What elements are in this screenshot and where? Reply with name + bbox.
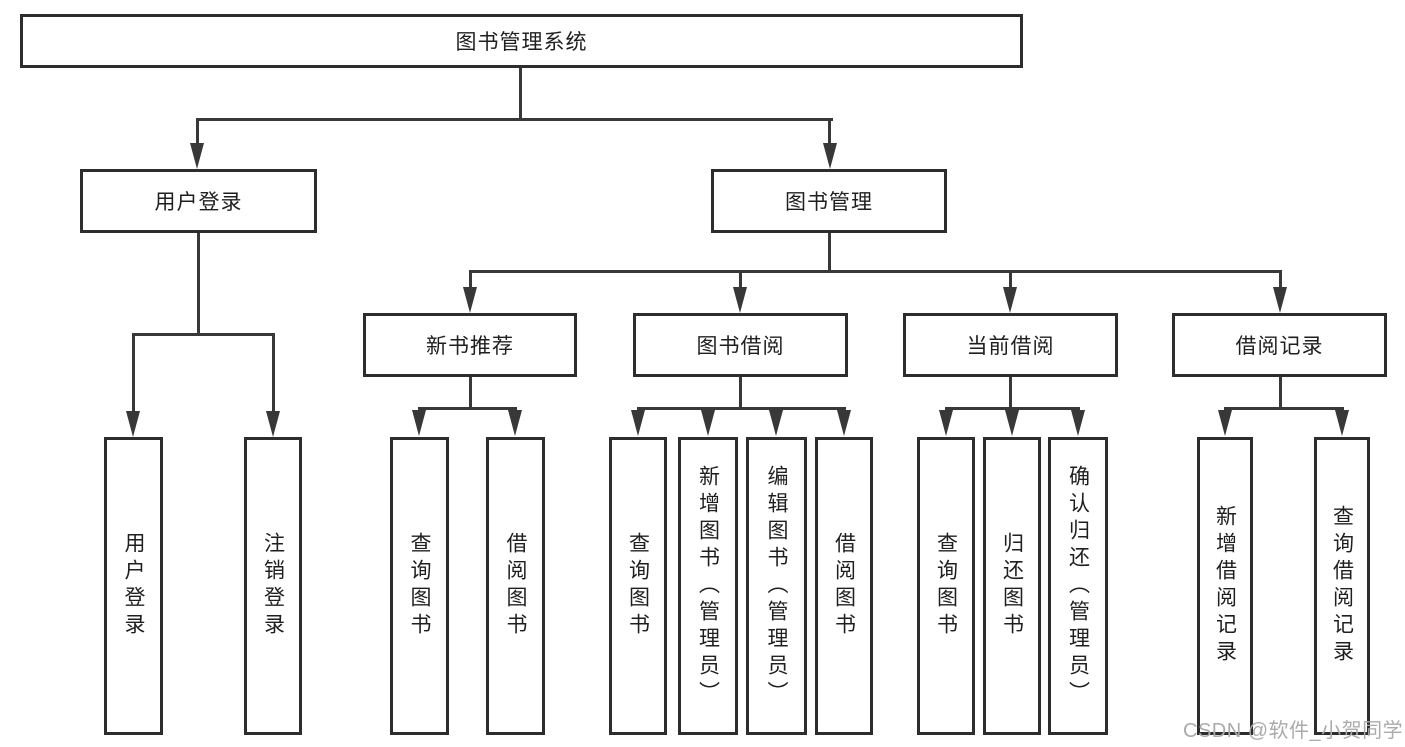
connector-drop-book-mgmt (828, 118, 831, 146)
arrowhead-borrow-child4 (837, 410, 851, 436)
node-book-management: 图书管理 (711, 169, 947, 233)
arrowhead-newrec (463, 287, 477, 313)
leaf-user-login: 用户登录 (104, 437, 163, 735)
node-user-login: 用户登录 (80, 169, 317, 233)
connector-root-stub (519, 68, 522, 121)
node-new-book-recommend: 新书推荐 (363, 313, 577, 377)
connector-drop-leaf-logout (272, 333, 275, 412)
arrowhead-records (1273, 287, 1287, 313)
arrowhead-borrow-child2 (701, 410, 715, 436)
arrowhead-borrow-child3 (769, 410, 783, 436)
arrowhead-current-child1 (939, 410, 953, 436)
arrowhead-borrow (733, 287, 747, 313)
connector-drop-current (1009, 270, 1012, 290)
connector-userlogin-branch (132, 333, 275, 336)
connector-userlogin-stub (197, 233, 200, 336)
connector-current-branch (945, 407, 1080, 410)
arrowhead-newrec-child1 (412, 410, 426, 436)
connector-newrec-stub (469, 377, 472, 410)
connector-root-branch (196, 118, 833, 121)
node-current-borrowing: 当前借阅 (903, 313, 1118, 377)
connector-drop-user-login (196, 118, 199, 146)
arrowhead-book-mgmt (823, 143, 837, 169)
connector-bookmgmt-stub (828, 233, 831, 273)
connector-newrec-branch (418, 407, 517, 410)
arrowhead-records-child1 (1218, 410, 1232, 436)
connector-borrow-branch (637, 407, 846, 410)
leaf-add-borrow-record: 新增借阅记录 (1197, 437, 1253, 735)
leaf-search-borrow-record: 查询借阅记录 (1314, 437, 1370, 735)
connector-drop-records (1279, 270, 1282, 290)
csdn-watermark: CSDN @软件_小贺同学 (1183, 720, 1404, 742)
connector-records-branch (1224, 407, 1344, 410)
arrowhead-borrow-child1 (631, 410, 645, 436)
arrowhead-leaf-login (126, 411, 140, 437)
arrowhead-current-child2 (1005, 410, 1019, 436)
leaf-search-books-current: 查询图书 (917, 437, 975, 735)
arrowhead-user-login (190, 143, 204, 169)
connector-drop-leaf-login (132, 333, 135, 412)
leaf-search-books-borrow: 查询图书 (609, 437, 667, 735)
leaf-borrow-books: 借阅图书 (815, 437, 873, 735)
arrowhead-leaf-logout (266, 411, 280, 437)
leaf-borrow-books-rec: 借阅图书 (486, 437, 545, 735)
connector-current-stub (1009, 377, 1012, 410)
node-library-management-system: 图书管理系统 (20, 14, 1023, 68)
arrowhead-current (1003, 287, 1017, 313)
connector-drop-borrow (739, 270, 742, 290)
node-borrowing-records: 借阅记录 (1172, 313, 1387, 377)
connector-bookmgmt-branch (469, 270, 1282, 273)
connector-drop-newrec (469, 270, 472, 290)
arrowhead-records-child2 (1335, 410, 1349, 436)
arrowhead-current-child3 (1071, 410, 1085, 436)
node-book-borrowing: 图书借阅 (633, 313, 848, 377)
leaf-search-books-rec: 查询图书 (390, 437, 449, 735)
connector-records-stub (1279, 377, 1282, 410)
leaf-add-books-admin: 新增图书（管理员） (678, 437, 738, 735)
leaf-return-books: 归还图书 (983, 437, 1041, 735)
leaf-logout: 注销登录 (244, 437, 302, 735)
connector-borrow-stub (739, 377, 742, 410)
leaf-edit-books-admin: 编辑图书（管理员） (746, 437, 807, 735)
leaf-confirm-return-admin: 确认归还（管理员） (1048, 437, 1108, 735)
arrowhead-newrec-child2 (508, 410, 522, 436)
